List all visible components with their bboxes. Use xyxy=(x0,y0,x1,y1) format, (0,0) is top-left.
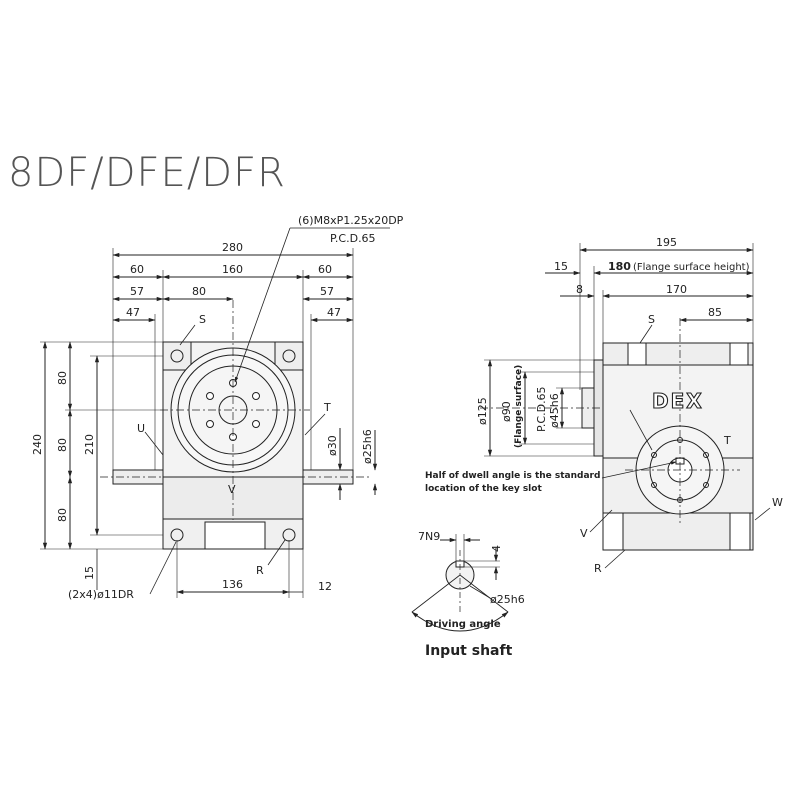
side-label-W: W xyxy=(772,496,783,509)
dim-7n9: 7N9 xyxy=(418,530,440,543)
dim-80-a: 80 xyxy=(56,371,69,385)
side-label-S: S xyxy=(648,313,655,326)
angle-ray-right xyxy=(459,574,509,613)
leader-keyslot xyxy=(601,461,677,479)
leader-R xyxy=(267,539,286,566)
label-V: V xyxy=(228,483,236,496)
dim-80-top: 80 xyxy=(192,285,206,298)
dim-195: 195 xyxy=(656,236,677,249)
dim-136: 136 xyxy=(222,578,243,591)
keyslot-note-2: location of the key slot xyxy=(425,484,542,494)
dim-180: 180 xyxy=(608,260,631,273)
dim-47-left: 47 xyxy=(126,306,140,319)
front-view xyxy=(40,227,390,598)
dim-280: 280 xyxy=(222,241,243,254)
leader-tap xyxy=(234,227,291,383)
dim-4: 4 xyxy=(490,545,503,552)
dim-80-c: 80 xyxy=(56,508,69,522)
tap-hole-3 xyxy=(252,420,260,428)
brand-logo: DEX xyxy=(652,389,704,413)
leader-holes xyxy=(149,541,177,595)
dim-8: 8 xyxy=(576,283,583,296)
mount-hole-tl xyxy=(170,349,184,363)
input-shaft-text: 7N9 4 ø25h6 Driving angle Input shaft xyxy=(418,530,525,659)
leader-W xyxy=(754,507,771,521)
angle-ray-left xyxy=(411,574,461,613)
side-label-T: T xyxy=(723,434,731,447)
side-bolt xyxy=(651,452,657,458)
side-base-slot-r xyxy=(729,512,751,551)
dim-15-side: 15 xyxy=(554,260,568,273)
leader-V-side xyxy=(589,509,613,533)
front-ear-tr xyxy=(274,341,304,371)
dim-180-note: (Flange surface height) xyxy=(633,262,750,273)
housing-edge xyxy=(629,409,653,451)
mount-hole-tr xyxy=(282,349,296,363)
dim-210: 210 xyxy=(83,434,96,455)
dim-phi25h6: ø25h6 xyxy=(361,429,374,464)
front-ear-tl xyxy=(162,341,192,371)
dim-47-right: 47 xyxy=(327,306,341,319)
driving-angle-label: Driving angle xyxy=(425,619,501,630)
dim-phi125: ø125 xyxy=(476,397,489,425)
flange-surface: (Flange surface) xyxy=(514,365,524,448)
keyslot-note-1: Half of dwell angle is the standard xyxy=(425,471,600,481)
label-R: R xyxy=(256,564,264,577)
dim-85: 85 xyxy=(708,306,722,319)
tap-hole-6 xyxy=(206,392,214,400)
side-base xyxy=(602,512,754,551)
dim-60-left: 60 xyxy=(130,263,144,276)
label-S: S xyxy=(199,313,206,326)
input-shaft-caption: Input shaft xyxy=(425,643,513,659)
driving-angle-arc xyxy=(411,611,509,632)
dim-15: 15 xyxy=(83,566,96,580)
dim-60-right: 60 xyxy=(318,263,332,276)
side-slot-right xyxy=(729,342,749,366)
dim-57-right: 57 xyxy=(320,285,334,298)
leader-U xyxy=(144,431,164,456)
leader-T xyxy=(304,413,326,436)
side-label-R: R xyxy=(594,562,602,575)
label-T: T xyxy=(323,401,331,414)
leader-S xyxy=(179,324,196,346)
callout-thread: (6)M8xP1.25x20DP xyxy=(298,214,404,227)
leader-S-side xyxy=(639,324,653,344)
input-shaft-detail xyxy=(411,534,509,632)
side-bolt xyxy=(651,482,657,488)
side-bolt xyxy=(703,482,709,488)
label-U: U xyxy=(137,422,145,435)
tap-hole-5 xyxy=(206,420,214,428)
dim-phi30: ø30 xyxy=(326,435,339,456)
side-pcd65: P.C.D.65 xyxy=(535,386,548,432)
callout-pcd: P.C.D.65 xyxy=(330,232,376,245)
holes-note: (2x4)ø11DR xyxy=(68,588,134,601)
dim-12: 12 xyxy=(318,580,332,593)
dim-phi45h6: ø45h6 xyxy=(548,393,561,428)
side-bolt xyxy=(703,452,709,458)
tap-hole-2 xyxy=(252,392,260,400)
base-recess xyxy=(204,521,266,550)
side-label-V: V xyxy=(580,527,588,540)
front-view-text: (6)M8xP1.25x20DP P.C.D.65 280 60 160 60 … xyxy=(31,214,404,601)
dim-170: 170 xyxy=(666,283,687,296)
model-title: 8DF/DFE/DFR xyxy=(8,150,286,196)
dim-phi25h6-shaft: ø25h6 xyxy=(490,593,525,606)
dim-160: 160 xyxy=(222,263,243,276)
dim-240: 240 xyxy=(31,434,44,455)
side-view xyxy=(480,243,771,569)
side-view-text: 195 15 180 (Flange surface height) 8 170… xyxy=(425,236,783,575)
dim-phi90: ø90 xyxy=(500,401,513,422)
side-slot-left xyxy=(627,342,647,366)
leader-R-side xyxy=(604,549,626,569)
side-base-slot-l xyxy=(602,512,624,551)
dim-80-b: 80 xyxy=(56,438,69,452)
dim-57-left: 57 xyxy=(130,285,144,298)
